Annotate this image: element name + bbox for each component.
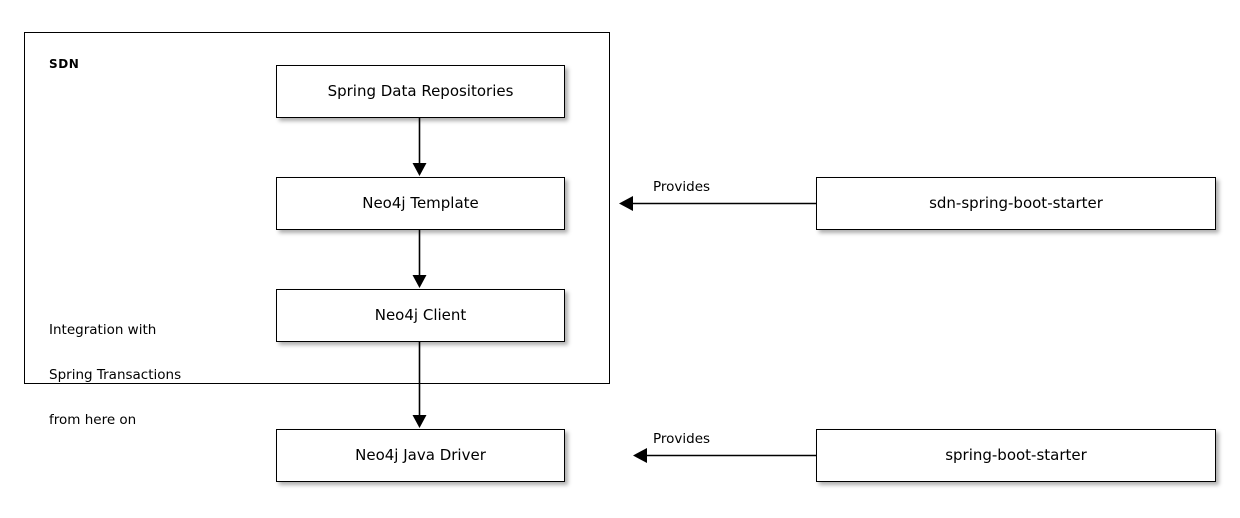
node-label-spring-boot-starter: spring-boot-starter	[945, 446, 1087, 464]
node-label-neo4j-template: Neo4j Template	[362, 194, 479, 212]
node-neo4j-java-driver[interactable]: Neo4j Java Driver	[276, 429, 565, 482]
sdn-package-label: SDN	[49, 57, 80, 71]
edge-sdn-starter-provides	[619, 196, 816, 211]
node-sdn-spring-boot-starter[interactable]: sdn-spring-boot-starter	[816, 177, 1216, 230]
node-label-spring-data-repositories: Spring Data Repositories	[327, 82, 514, 100]
edge-label-sdn-starter-provides: Provides	[653, 179, 711, 195]
node-label-neo4j-client: Neo4j Client	[374, 306, 467, 324]
sdn-package-container	[24, 32, 610, 384]
transactions-note-line-1: Integration with	[49, 322, 157, 338]
node-spring-data-repositories[interactable]: Spring Data Repositories	[276, 65, 565, 118]
node-label-sdn-spring-boot-starter: sdn-spring-boot-starter	[929, 194, 1103, 212]
edge-label-boot-starter-provides: Provides	[653, 431, 711, 447]
transactions-note-line-3: from here on	[49, 412, 137, 428]
node-label-neo4j-java-driver: Neo4j Java Driver	[355, 446, 486, 464]
node-spring-boot-starter[interactable]: spring-boot-starter	[816, 429, 1216, 482]
node-neo4j-template[interactable]: Neo4j Template	[276, 177, 565, 230]
edge-boot-starter-provides	[633, 448, 816, 463]
node-neo4j-client[interactable]: Neo4j Client	[276, 289, 565, 342]
transactions-note-line-2: Spring Transactions	[49, 367, 182, 383]
transactions-note: Integration with Spring Transactions fro…	[49, 293, 181, 458]
